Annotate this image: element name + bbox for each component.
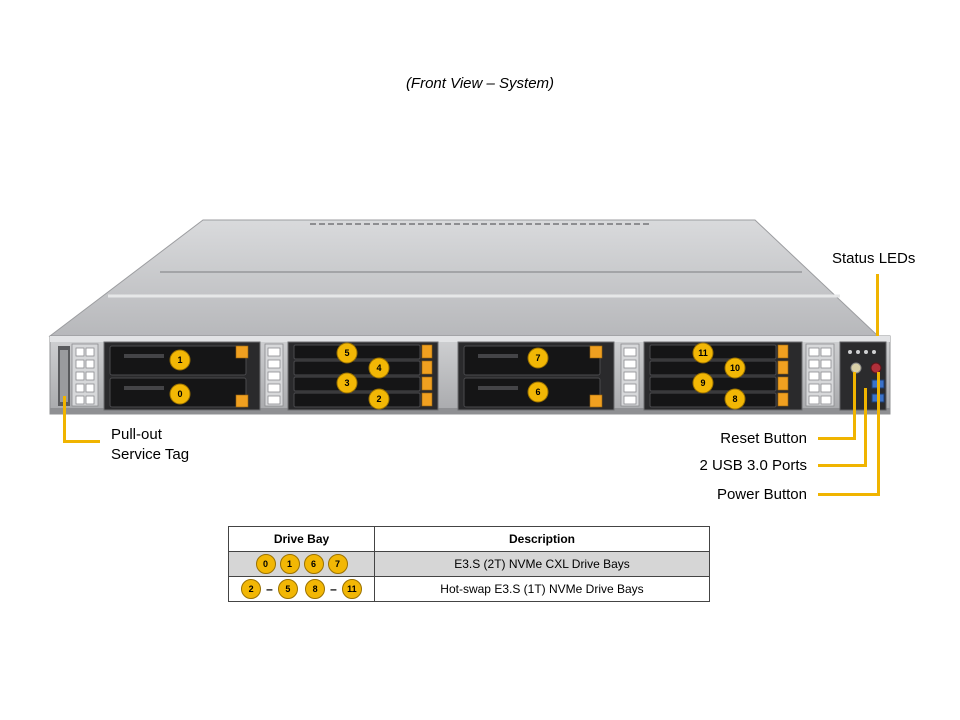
header-drive-bay: Drive Bay [228, 526, 375, 552]
svg-text:4: 4 [376, 363, 381, 373]
svg-text:0: 0 [177, 389, 182, 399]
callout-service-tag-line1: Pull-out [111, 426, 162, 443]
power-button [870, 362, 882, 374]
range-dash: – [330, 582, 337, 596]
svg-text:9: 9 [700, 378, 705, 388]
drive-badges: 1 0 5 4 3 2 7 6 11 10 9 8 [169, 342, 746, 410]
bay-list: 2–5 8–11 [228, 576, 375, 602]
svg-text:3: 3 [344, 378, 349, 388]
service-tag-pullout [58, 346, 70, 406]
drive-badge-11: 11 [692, 342, 714, 364]
bay-description: E3.S (2T) NVMe CXL Drive Bays [374, 551, 710, 577]
status-leds [848, 350, 876, 354]
bay-chip: 5 [277, 579, 298, 599]
svg-text:8: 8 [732, 394, 737, 404]
drive-badge-0: 0 [169, 383, 191, 405]
drive-badge-5: 5 [336, 342, 358, 364]
drive-badge-6: 6 [527, 381, 549, 403]
callout-usb-ports: 2 USB 3.0 Ports [699, 457, 807, 474]
table-row: 2–5 8–11 Hot-swap E3.S (1T) NVMe Drive B… [228, 576, 710, 602]
callout-power-button: Power Button [716, 486, 807, 503]
svg-text:5: 5 [344, 348, 349, 358]
bay-chip: 8 [305, 579, 326, 599]
callout-reset-button: Reset Button [720, 430, 807, 447]
figure-caption: (Front View – System) [405, 75, 555, 92]
reset-button [850, 362, 862, 374]
bay-chip: 7 [327, 554, 348, 574]
bay-chip: 6 [303, 554, 324, 574]
svg-text:10: 10 [730, 363, 740, 373]
svg-text:11: 11 [698, 348, 708, 358]
drive-badge-3: 3 [336, 372, 358, 394]
svg-text:6: 6 [535, 387, 540, 397]
drive-badge-4: 4 [368, 357, 390, 379]
range-dash: – [266, 582, 273, 596]
table-header-row: Drive Bay Description [228, 526, 710, 552]
drive-badge-1: 1 [169, 349, 191, 371]
drive-badge-9: 9 [692, 372, 714, 394]
bay-chip: 0 [255, 554, 276, 574]
bay-chip: 1 [279, 554, 300, 574]
callout-service-tag: Pull-out Service Tag [111, 425, 189, 465]
bay-chip: 2 [241, 579, 262, 599]
vent-grilles [71, 343, 835, 407]
svg-text:2: 2 [376, 394, 381, 404]
drive-badge-10: 10 [724, 357, 746, 379]
leader-lines [63, 274, 880, 496]
drive-latches [235, 344, 789, 408]
drive-badge-2: 2 [368, 388, 390, 410]
drive-badge-7: 7 [527, 347, 549, 369]
drive-vents [124, 354, 518, 390]
drive-badge-8: 8 [724, 388, 746, 410]
callout-service-tag-line2: Service Tag [111, 446, 190, 463]
bay-chip: 11 [341, 579, 362, 599]
svg-text:1: 1 [177, 355, 182, 365]
bay-description: Hot-swap E3.S (1T) NVMe Drive Bays [374, 576, 710, 602]
callout-status-leds: Status LEDs [832, 250, 916, 267]
svg-text:7: 7 [535, 353, 540, 363]
header-description: Description [374, 526, 710, 552]
chassis-top-cover [48, 219, 880, 337]
